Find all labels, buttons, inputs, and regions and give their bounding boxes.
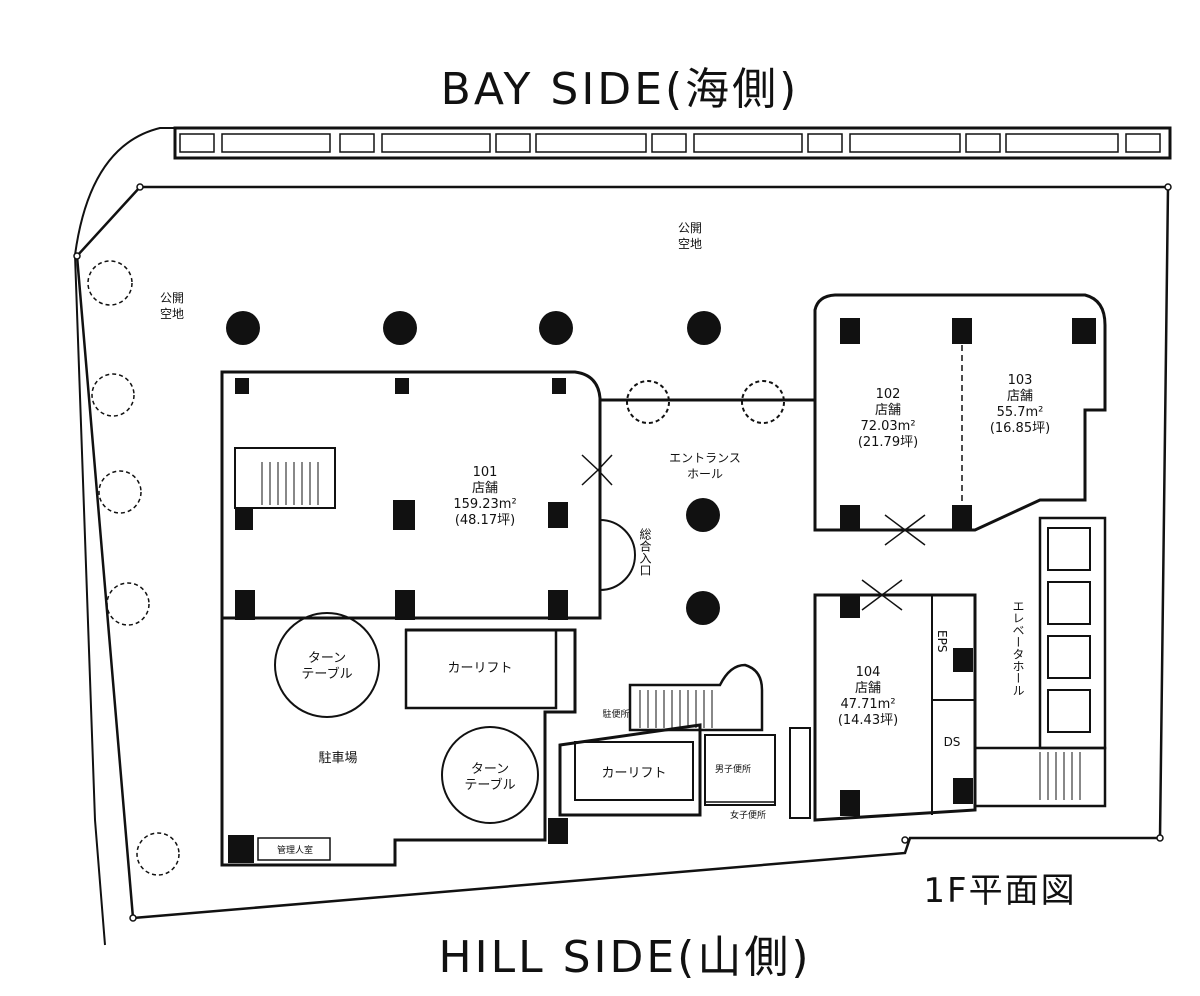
- open-space-top-2: 空地: [678, 237, 702, 251]
- service-core: カーリフト 駐便所 男子便所 女子便所: [558, 663, 811, 821]
- shop-101-area: 159.23m²: [453, 497, 516, 512]
- ds-label: DS: [944, 735, 961, 749]
- shop-102-103: 102 店舗 72.03m² (21.79坪) 103 店舗 55.7m² (1…: [813, 293, 1107, 546]
- shop-102-tsubo: (21.79坪): [858, 435, 918, 450]
- shop-103-area: 55.7m²: [997, 405, 1044, 420]
- round-columns: [226, 311, 721, 625]
- open-space-left-2: 空地: [160, 307, 184, 321]
- planter-strip: [173, 126, 1172, 160]
- restroom-label: 駐便所: [602, 708, 629, 720]
- turntable-2-label-1: ターン: [471, 762, 509, 777]
- open-space-top-1: 公開: [678, 221, 702, 235]
- entrance-hall-label-1: エントランス: [669, 451, 741, 465]
- shop-102-type: 店舗: [875, 403, 901, 418]
- shop-104-type: 店舗: [855, 681, 881, 696]
- general-entrance-label: 総合入口: [638, 528, 652, 576]
- turntable-2-label-2: テーブル: [464, 777, 515, 793]
- elevator-hall-label: エレベータホール: [1011, 600, 1025, 696]
- site-boundary: [73, 127, 1172, 946]
- shop-102-area: 72.03m²: [860, 419, 915, 434]
- eps-label: EPS: [935, 630, 949, 652]
- shop-103-tsubo: (16.85坪): [990, 421, 1050, 436]
- car-lift-1-label: カーリフト: [447, 661, 512, 676]
- entrance-hall: エントランス ホール 総合入口: [581, 380, 815, 576]
- hill-side-title: HILL SIDE(山側): [439, 932, 812, 983]
- shop-104-tsubo: (14.43坪): [838, 713, 898, 728]
- turntable-1-label-1: ターン: [308, 651, 346, 666]
- car-lift-2-label: カーリフト: [601, 766, 666, 781]
- shop-104: EPS DS 104 店舗 47.71m² (14.43坪): [813, 579, 977, 822]
- bay-side-title: BAY SIDE(海側): [441, 64, 800, 115]
- rear-stair: [973, 746, 1107, 808]
- trees: [87, 260, 180, 876]
- open-space-left-1: 公開: [160, 291, 184, 305]
- womens-toilet-label: 女子便所: [730, 809, 766, 821]
- parking-area: ターン テーブル ターン テーブル カーリフト 駐車場 管理人室: [220, 612, 577, 867]
- manager-room-label: 管理人室: [277, 844, 313, 856]
- shop-101-tsubo: (48.17坪): [455, 513, 515, 528]
- turntable-1-label-2: テーブル: [301, 666, 352, 682]
- shop-104-number: 104: [856, 665, 881, 680]
- shop-101-type: 店舗: [472, 481, 498, 496]
- plan-label: 1F平面図: [923, 871, 1076, 911]
- shop-104-area: 47.71m²: [840, 697, 895, 712]
- entrance-hall-label-2: ホール: [687, 467, 723, 481]
- mens-toilet-label: 男子便所: [715, 763, 751, 775]
- parking-label: 駐車場: [318, 751, 357, 766]
- elevator-hall: エレベータホール: [1011, 516, 1107, 750]
- shop-102-number: 102: [876, 387, 901, 402]
- shop-101-number: 101: [473, 465, 498, 480]
- shop-101: 101 店舗 159.23m² (48.17坪): [220, 370, 636, 620]
- shop-103-number: 103: [1008, 373, 1033, 388]
- shop-103-type: 店舗: [1007, 389, 1033, 404]
